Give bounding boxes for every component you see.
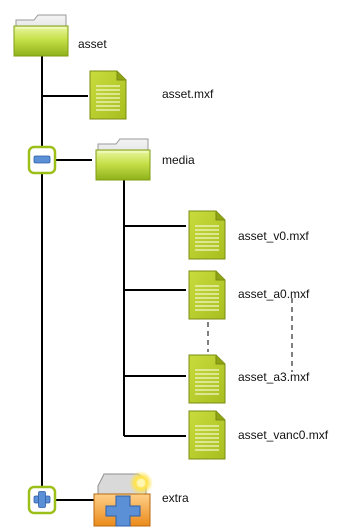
folder-icon: [13, 14, 69, 57]
file-icon: [188, 210, 226, 260]
ellipsis-connectors: [207, 298, 293, 372]
folder-icon: [95, 138, 151, 181]
file-asset-a3-label: asset_a3.mxf: [238, 370, 310, 384]
media-collapse-toggle[interactable]: [27, 145, 57, 175]
extra-folder-icon: [93, 471, 153, 527]
folder-media-label: media: [162, 153, 195, 167]
minus-icon: [33, 155, 51, 164]
folder-asset[interactable]: asset: [13, 14, 107, 57]
folder-media[interactable]: media: [95, 138, 195, 181]
file-asset-vanc0[interactable]: asset_vanc0.mxf: [188, 410, 329, 460]
file-asset-mxf[interactable]: asset.mxf: [89, 70, 214, 120]
folder-asset-label: asset: [78, 37, 107, 51]
folder-extra-label: extra: [162, 491, 189, 505]
file-icon: [89, 70, 127, 120]
file-asset-a3[interactable]: asset_a3.mxf: [188, 354, 310, 404]
file-asset-v0-label: asset_v0.mxf: [238, 229, 309, 243]
file-asset-a0-label: asset_a0.mxf: [238, 287, 310, 301]
file-icon: [188, 270, 226, 320]
tree-connectors: [41, 52, 186, 501]
extra-expand-toggle[interactable]: [27, 485, 57, 515]
plus-vertical: [38, 491, 46, 508]
file-asset-v0[interactable]: asset_v0.mxf: [188, 210, 309, 260]
file-asset-vanc0-label: asset_vanc0.mxf: [238, 428, 329, 442]
file-asset-mxf-label: asset.mxf: [162, 87, 214, 101]
file-icon: [188, 354, 226, 404]
file-asset-a0[interactable]: asset_a0.mxf: [188, 270, 310, 320]
folder-extra[interactable]: extra: [93, 471, 189, 527]
file-icon: [188, 410, 226, 460]
